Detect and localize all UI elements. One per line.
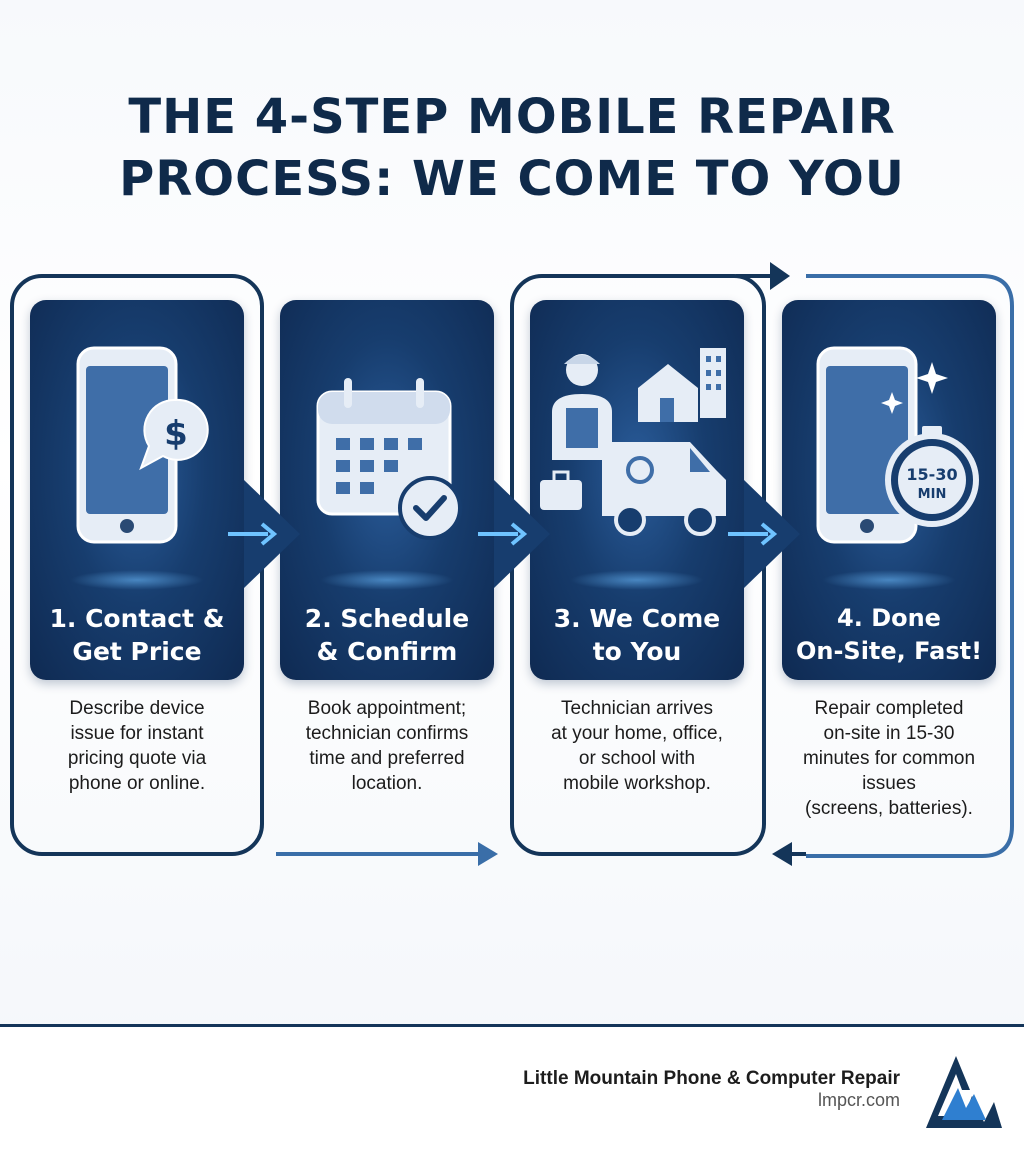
- footer-divider: [0, 1024, 1024, 1027]
- page-title-line-1: THE 4-STEP MOBILE REPAIR: [128, 89, 896, 145]
- stopwatch-time: 15-30: [906, 465, 957, 484]
- arrow-1-to-2: [228, 480, 300, 588]
- step-3-label: 3. We Come to You: [553, 604, 721, 666]
- step-arrows: [228, 480, 800, 588]
- bottom-arrow-4-head: [772, 842, 792, 866]
- step-2-label: 2. Schedule & Confirm: [304, 604, 470, 666]
- step-3-description: Technician arrives at your home, office,…: [551, 698, 723, 794]
- smartphone-stopwatch-icon: 15-30 MIN: [816, 346, 979, 544]
- step-2-description: Book appointment; technician confirms ti…: [305, 698, 469, 794]
- step-4-description: Repair completed on-site in 15-30 minute…: [802, 698, 976, 819]
- technician-van-icon: [540, 348, 726, 536]
- step-1-description: Describe device issue for instant pricin…: [67, 698, 207, 794]
- svg-text:$: $: [164, 414, 188, 454]
- calendar-check-icon: [316, 378, 462, 540]
- step-card-3: 3. We Come to You: [530, 300, 744, 680]
- footer: [0, 1027, 1024, 1154]
- stopwatch-unit: MIN: [918, 487, 947, 502]
- website-link[interactable]: lmpcr.com: [817, 1090, 900, 1110]
- smartphone-dollar-icon: $: [76, 346, 209, 544]
- step-card-4: 15-30 MIN 4. Done On-Site, Fast!: [782, 300, 996, 680]
- arrow-2-to-3: [478, 480, 550, 588]
- mountain-logo-icon: [926, 1056, 1002, 1128]
- step-card-2: 2. Schedule & Confirm: [280, 300, 494, 680]
- arrow-3-to-4: [728, 480, 800, 588]
- step-1-label: 1. Contact & Get Price: [49, 604, 225, 666]
- top-arrow-head: [770, 262, 790, 290]
- bottom-arrow-2-head: [478, 842, 498, 866]
- step-4-frame: [806, 274, 1014, 858]
- page-title-line-2: PROCESS: WE COME TO YOU: [119, 151, 905, 207]
- company-name: Little Mountain Phone & Computer Repair: [523, 1068, 900, 1089]
- step-card-1: $ 1. Contact & Get Price: [30, 300, 244, 680]
- step-4-label: 4. Done On-Site, Fast!: [795, 604, 983, 665]
